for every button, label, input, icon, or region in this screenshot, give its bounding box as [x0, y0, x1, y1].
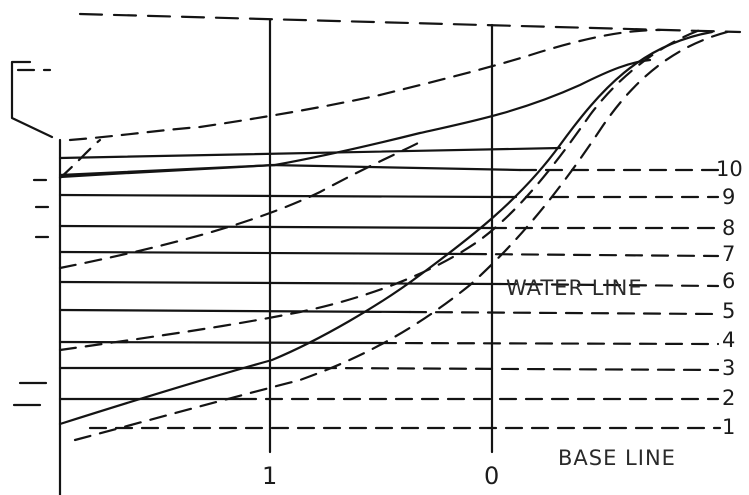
waterline-upper-a — [58, 146, 562, 160]
left-ticks — [12, 178, 50, 407]
waterline-6 — [58, 280, 502, 286]
waterline-number-8: 8 — [722, 216, 735, 240]
waterline-number-10: 10 — [716, 157, 743, 181]
top-line — [78, 12, 742, 34]
waterline-5-dash — [408, 310, 720, 316]
section-curves-dashed — [58, 28, 737, 442]
waterline-9 — [58, 193, 502, 199]
stern-profile — [10, 60, 54, 139]
waterline-number-9: 9 — [722, 185, 735, 209]
dashed-section-b — [58, 138, 102, 180]
waterline-3-dash — [318, 366, 720, 372]
base-line-label: BASE LINE — [558, 446, 676, 470]
waterline-7 — [58, 250, 472, 256]
solid-section-upper — [58, 58, 652, 179]
water-line-label: WATER LINE — [506, 276, 643, 300]
waterline-10 — [268, 163, 522, 172]
waterline-number-6: 6 — [722, 269, 735, 293]
dashed-section-e — [73, 28, 737, 442]
waterline-4 — [58, 340, 382, 345]
dashed-section-c — [58, 140, 422, 270]
waterline-number-2: 2 — [722, 386, 735, 410]
waterline-4-dash — [378, 341, 720, 346]
waterline-6-dash — [498, 282, 720, 288]
waterline-8 — [58, 224, 492, 230]
station-label-0: 0 — [484, 462, 499, 490]
stern-bracket — [10, 60, 54, 139]
station-label-1: 1 — [262, 462, 277, 490]
dashed-section-d — [58, 28, 702, 352]
waterline-number-1: 1 — [722, 415, 735, 439]
solid-section-lower — [58, 30, 714, 426]
station-lines — [58, 18, 494, 495]
waterline-number-4: 4 — [722, 328, 735, 352]
waterlines — [58, 146, 722, 430]
waterline-number-5: 5 — [722, 299, 735, 323]
waterline-number-3: 3 — [722, 356, 735, 380]
section-curves-solid — [58, 30, 714, 426]
waterline-7-dash — [468, 252, 720, 258]
top-dashed-line — [78, 12, 742, 34]
waterline-number-7: 7 — [722, 242, 735, 266]
dashed-section-a — [68, 28, 662, 142]
waterline-5 — [58, 308, 412, 314]
waterline-numbers: 10 9 8 7 6 5 4 3 2 1 — [716, 157, 743, 439]
